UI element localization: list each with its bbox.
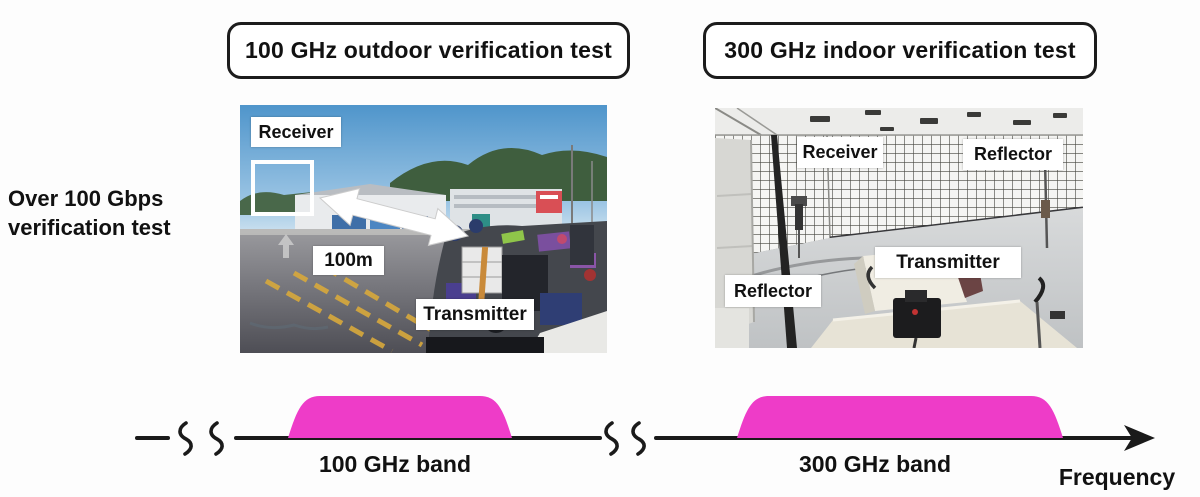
indoor-test-title-box: 300 GHz indoor verification test: [703, 22, 1097, 79]
indoor-ceiling: [715, 108, 1083, 136]
indoor-reflector-top-label: Reflector: [963, 139, 1063, 170]
band-300ghz-shape: [737, 396, 1063, 438]
outdoor-receiver-label: Receiver: [251, 117, 341, 147]
outdoor-distance-label: 100m: [313, 246, 384, 275]
band-100ghz-shape: [288, 396, 512, 438]
overall-test-label-line1: Over 100 Gbps: [8, 186, 164, 211]
distance-arrow: [318, 187, 470, 247]
indoor-left-panel: [715, 138, 755, 348]
axis-break-icon: [209, 421, 224, 456]
outdoor-transmitter-label: Transmitter: [416, 299, 534, 330]
outdoor-scene: [240, 105, 607, 353]
band-100ghz-label: 100 GHz band: [319, 451, 471, 477]
overall-test-label-line2: verification test: [8, 215, 171, 241]
outdoor-photo: Receiver 100m Transmitter: [240, 105, 607, 353]
axis-arrowhead-icon: [1124, 425, 1155, 451]
indoor-photo: Receiver Reflector Transmitter Reflector: [715, 108, 1083, 348]
receiver-highlight-square: [251, 160, 314, 216]
indoor-table-and-transmitter: [811, 248, 1077, 348]
indoor-test-title: 300 GHz indoor verification test: [724, 37, 1076, 63]
outdoor-test-title: 100 GHz outdoor verification test: [245, 37, 612, 63]
indoor-scene: [715, 108, 1083, 348]
indoor-receiver-label: Receiver: [797, 137, 883, 168]
outdoor-test-title-box: 100 GHz outdoor verification test: [227, 22, 630, 79]
frequency-axis-label: Frequency: [1059, 464, 1176, 490]
axis-break-icon: [604, 421, 619, 456]
indoor-reflector-bottom-label: Reflector: [725, 275, 821, 307]
band-300ghz-label: 300 GHz band: [799, 451, 951, 477]
axis-break-icon: [631, 421, 646, 456]
indoor-right-pole: [1041, 159, 1050, 249]
overall-test-label: Over 100 Gbps verification test: [8, 184, 171, 242]
axis-break-icon: [178, 421, 193, 456]
indoor-receiver-equipment: [791, 196, 807, 258]
frequency-axis: 100 GHz band 300 GHz band Frequency: [135, 396, 1176, 490]
indoor-transmitter-label: Transmitter: [875, 247, 1021, 278]
